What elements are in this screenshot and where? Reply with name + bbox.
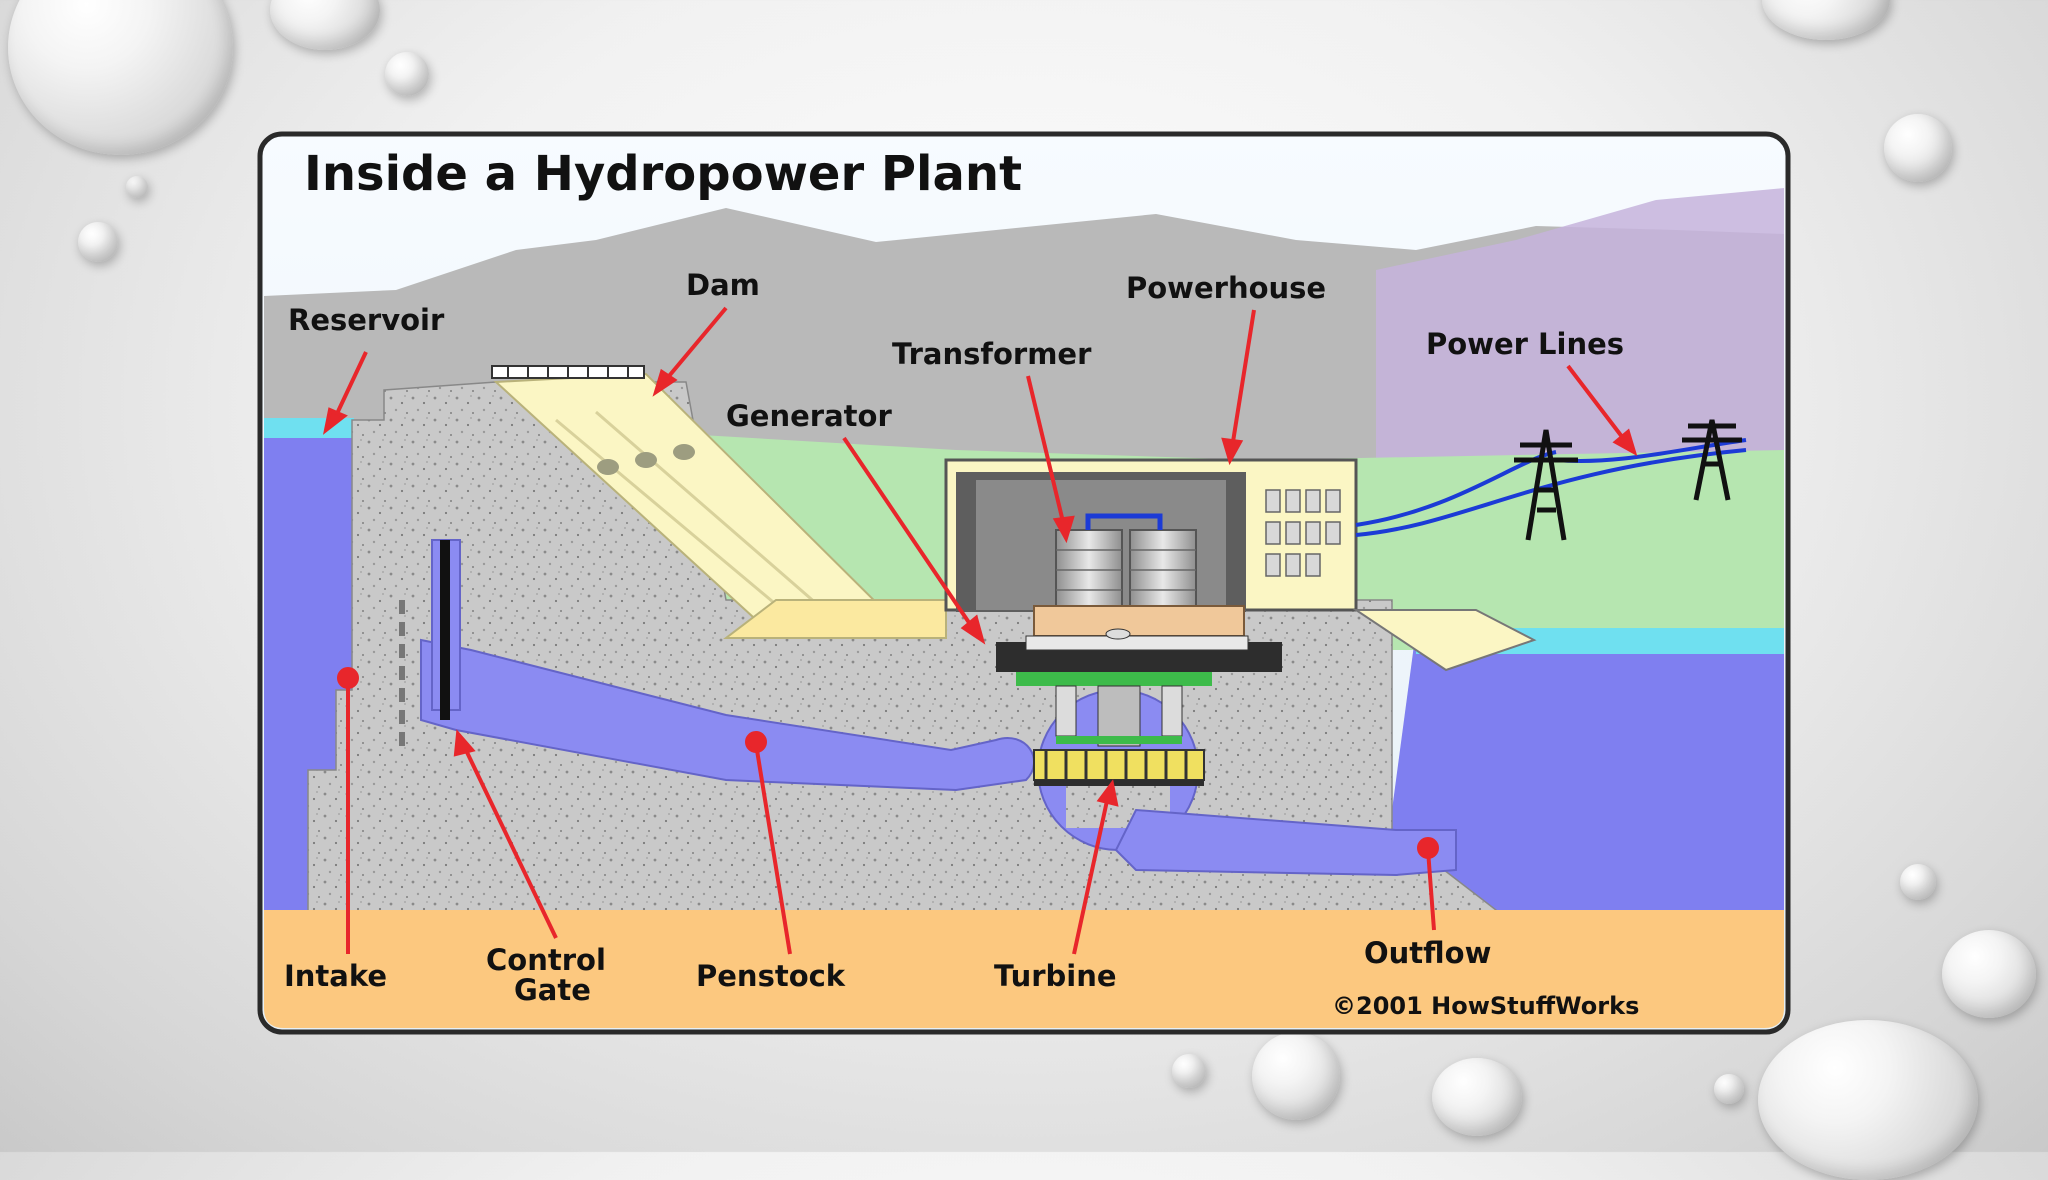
label-dam: Dam [686, 268, 760, 302]
hydropower-diagram: Inside a Hydropower Plant Reservoir Dam … [256, 130, 1792, 1036]
water-drop [126, 176, 148, 198]
transformer-units [1033, 513, 1245, 637]
water-drop [1252, 1032, 1340, 1120]
water-drop [78, 222, 118, 262]
label-control-gate-2: Gate [514, 973, 591, 1007]
water-drop [1762, 0, 1890, 40]
turbine-unit [1033, 749, 1205, 786]
label-penstock: Penstock [696, 959, 846, 993]
transmission-tower [1514, 419, 1742, 541]
label-turbine: Turbine [994, 959, 1117, 993]
copyright-text: ©2001 HowStuffWorks [1332, 992, 1639, 1020]
tailwater [1376, 630, 1784, 930]
outflow-channel [1114, 808, 1457, 877]
generator-unit [996, 628, 1282, 747]
water-drop [1432, 1058, 1522, 1136]
mountain-purple [1376, 188, 1784, 510]
label-reservoir: Reservoir [288, 303, 445, 337]
label-intake: Intake [284, 959, 387, 993]
diagram-title: Inside a Hydropower Plant [304, 146, 1022, 202]
label-outflow: Outflow [1364, 936, 1491, 970]
label-control-gate-1: Control [486, 943, 606, 977]
label-powerhouse: Powerhouse [1126, 271, 1326, 305]
water-drop [1900, 864, 1936, 900]
water-drop [385, 52, 429, 96]
water-drop [1942, 930, 2036, 1018]
penstock-pipe [420, 638, 1036, 792]
water-drop [1884, 114, 1952, 182]
label-generator: Generator [726, 399, 892, 433]
label-power-lines: Power Lines [1426, 327, 1624, 361]
water-drop [8, 0, 233, 155]
label-transformer: Transformer [892, 337, 1092, 371]
water-drop [1714, 1074, 1744, 1104]
water-drop [270, 0, 380, 50]
control-gate-rod [440, 540, 450, 720]
water-drop [1172, 1054, 1206, 1088]
label-arrows [322, 306, 1638, 955]
water-drop [1758, 1020, 1978, 1180]
ground [264, 920, 1784, 1028]
powerhouse-windows [1265, 489, 1341, 577]
